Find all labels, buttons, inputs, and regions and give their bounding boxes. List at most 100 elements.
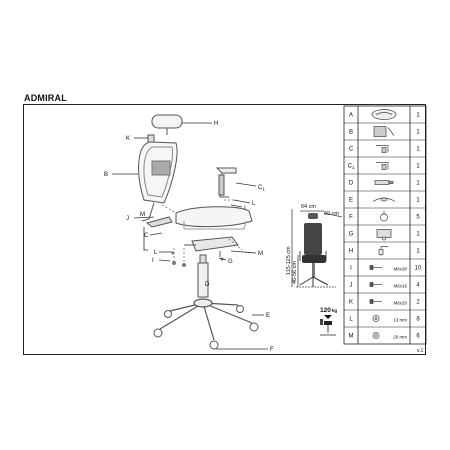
seat-part	[175, 206, 253, 230]
svg-text:120kg: 120kg	[320, 307, 337, 314]
part-quantity: 1	[416, 147, 420, 153]
callout-d: D	[205, 282, 210, 288]
part-letter: F	[349, 215, 353, 221]
part-quantity: 1	[416, 198, 420, 204]
headrest-cushion-icon	[371, 109, 397, 120]
callout-leaders	[112, 122, 268, 350]
part-quantity: 1	[416, 249, 420, 255]
part-quantity: 1	[416, 164, 420, 170]
bolt-icon	[369, 282, 382, 287]
dimension-drawing: 64 cm 60 cm 115-125 cm 46-56 cm 120kg	[286, 204, 343, 336]
mechanism-part	[184, 236, 239, 257]
part-quantity: 1	[416, 113, 420, 119]
callout-k: K	[126, 136, 130, 142]
callout-l-top: L	[252, 201, 256, 207]
callout-j: J	[126, 216, 129, 222]
part-quantity: 1	[416, 181, 420, 187]
dim-seat-height: 46-56 cm	[292, 261, 298, 284]
callout-b: B	[104, 172, 108, 178]
dim-height: 115-125 cm	[286, 246, 292, 275]
callout-f: F	[270, 347, 274, 353]
part-size-note: M6x30	[393, 267, 407, 272]
parts-table-row: C1 1	[344, 156, 426, 171]
dim-width: 64 cm	[301, 204, 316, 210]
product-title: ADMIRAL	[24, 93, 67, 103]
part-letter: L	[349, 317, 353, 323]
part-size-note: 13 mm	[393, 318, 407, 323]
callout-i-top: I	[244, 206, 246, 212]
callout-e: E	[266, 313, 270, 319]
callout-g: G	[228, 259, 233, 265]
star-base-icon	[372, 197, 396, 202]
part-letter: C1	[348, 164, 355, 171]
part-letter: J	[350, 283, 353, 289]
headrest-part	[147, 114, 183, 144]
parts-table-row: L 8 13 mm	[344, 309, 426, 323]
backrest-mesh-icon	[373, 126, 395, 137]
part-size-note: 20 mm	[393, 335, 407, 340]
bolt-icon	[369, 299, 382, 304]
callout-c1: C1	[258, 185, 265, 192]
part-quantity: 2	[416, 300, 420, 306]
part-size-note: M6x20	[393, 301, 407, 306]
callout-l-left: L	[154, 250, 158, 256]
caster-wheel-icon	[380, 210, 388, 222]
fasteners	[171, 251, 224, 267]
part-letter: I	[350, 266, 352, 272]
backrest-part	[138, 141, 178, 222]
callout-m-right: M	[258, 251, 263, 257]
gas-lift-cylinder-icon	[374, 180, 394, 185]
parts-table-row: I 10 M6x30	[344, 258, 426, 272]
part-letter: M	[349, 334, 354, 340]
part-letter: K	[349, 300, 353, 306]
part-letter: A	[349, 113, 353, 119]
assembly-diagram: H K B C1 L I J M C L I G M D E F	[104, 105, 427, 354]
part-quantity: 1	[416, 232, 420, 238]
part-letter: H	[349, 249, 353, 255]
armrest-right-icon	[376, 145, 389, 153]
part-quantity: 6	[416, 334, 420, 340]
part-size-note: M6x16	[393, 284, 407, 289]
callout-h: H	[214, 121, 218, 127]
tilt-mechanism-icon	[376, 229, 392, 241]
callout-labels: H K B C1 L I J M C L I G M D E F	[104, 121, 274, 353]
part-letter: C	[349, 147, 354, 153]
armrest-c1-part	[215, 167, 237, 198]
part-quantity: 5	[416, 215, 420, 221]
part-letter: D	[349, 181, 354, 187]
assembled-chair	[299, 213, 329, 287]
part-quantity: 10	[415, 266, 422, 272]
max-load-unit: kg	[332, 308, 338, 313]
callout-c: C	[144, 233, 149, 239]
part-letter: B	[349, 130, 353, 136]
armrest-left-icon	[376, 162, 389, 170]
gas-lift-part	[197, 254, 209, 298]
max-load-icon: 120kg	[320, 307, 337, 336]
part-letter: E	[349, 198, 353, 204]
casters-part	[153, 305, 259, 350]
part-letter: G	[349, 232, 354, 238]
assembly-sheet: H K B C1 L I J M C L I G M D E F	[23, 104, 427, 355]
bolt-icon	[369, 265, 382, 270]
max-load-value: 120	[320, 307, 331, 314]
part-quantity: 1	[416, 130, 420, 136]
callout-m-left: M	[140, 212, 145, 218]
exploded-chair-drawing: H K B C1 L I J M C L I G M D E F	[104, 114, 274, 353]
version-label: v.1	[417, 348, 424, 354]
parts-table-row: M 6 20 mm	[344, 326, 426, 340]
part-quantity: 8	[416, 317, 420, 323]
washer-icon	[372, 315, 380, 322]
star-base-part	[159, 298, 253, 341]
parts-table-row: K 2 M6x20	[344, 292, 426, 306]
washer-icon	[372, 332, 380, 339]
